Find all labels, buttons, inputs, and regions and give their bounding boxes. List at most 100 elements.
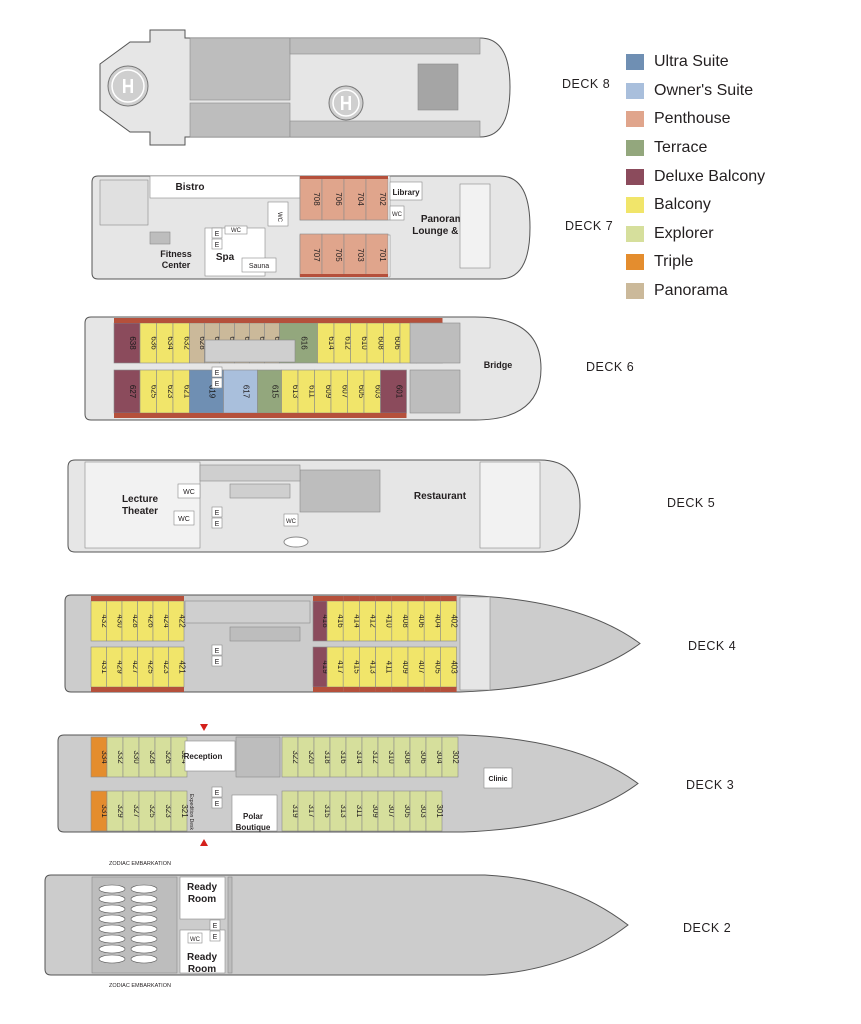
- cabin-number: 423: [162, 660, 171, 674]
- zodiac-boat: [98, 954, 126, 964]
- legend-swatch: [626, 54, 644, 71]
- balcony-strip: [91, 687, 107, 692]
- cabin-number: 615: [271, 385, 280, 399]
- cabin-number: 334: [100, 750, 109, 764]
- plan-label: Panorama: [421, 214, 470, 225]
- deck-3-label: DECK 3: [686, 778, 735, 792]
- helipad-ring: [332, 89, 360, 117]
- elevator-label: E: [215, 648, 220, 655]
- cabin-number: 311: [355, 805, 364, 818]
- legend-label: Penthouse: [654, 110, 731, 128]
- cabin-number: 701: [378, 248, 387, 262]
- balcony-strip: [106, 687, 122, 692]
- cabin-number: 707: [312, 248, 321, 262]
- balcony-strip: [249, 318, 265, 323]
- cabin-number: 432: [100, 614, 109, 628]
- deck-8-block: [189, 102, 291, 138]
- cabin-number: 628: [198, 336, 207, 350]
- cabin-number: 412: [369, 614, 378, 628]
- balcony-strip: [204, 318, 220, 323]
- cabin-number: 603: [373, 385, 382, 399]
- deck-5-label: DECK 5: [667, 496, 716, 510]
- wc-box: [389, 205, 405, 221]
- balcony-strip: [264, 318, 280, 323]
- elevator-box: [211, 506, 223, 518]
- plan-label: WC: [231, 228, 242, 234]
- plan-label: WC: [190, 937, 201, 943]
- cabin-number: 402: [450, 614, 459, 628]
- plan-label: Lounge & Bar: [412, 226, 478, 237]
- deck-6-label: DECK 6: [586, 360, 635, 374]
- cabin-number: 617: [242, 385, 251, 399]
- cabin-number: 425: [146, 660, 155, 674]
- cabin-number: 614: [327, 336, 336, 350]
- cabin-617: [223, 369, 258, 414]
- balcony-strip: [408, 596, 425, 601]
- cabin-number: 619: [208, 385, 217, 399]
- deck-2-divider: [227, 876, 233, 974]
- zodiac-boat: [130, 934, 158, 944]
- zodiac-boat: [98, 934, 126, 944]
- cabin-number: 302: [451, 750, 460, 764]
- balcony-strip: [424, 687, 441, 692]
- elevator-label: E: [215, 231, 220, 238]
- cabin-638: [113, 322, 141, 364]
- legend-label: Panorama: [654, 282, 728, 300]
- elevator-label: E: [213, 934, 218, 941]
- balcony-strip: [114, 318, 140, 323]
- balcony-strip: [122, 596, 138, 601]
- cabin-number: 623: [166, 385, 175, 399]
- cabin-number: 331: [100, 804, 109, 818]
- plan-label: Reception: [184, 752, 223, 761]
- zodiac-boat: [130, 924, 158, 934]
- cabin-number: 625: [149, 385, 158, 399]
- cabin-number: 606: [393, 336, 402, 350]
- balcony-strip: [223, 413, 258, 418]
- cabin-number: 332: [116, 750, 125, 764]
- cabin-number: 703: [356, 248, 365, 262]
- cabin-302: [441, 736, 459, 778]
- cabin-number: 323: [164, 804, 173, 818]
- cabin-number: 638: [128, 336, 137, 350]
- cabin-number: 419: [321, 660, 330, 674]
- corridor-block: [204, 339, 296, 363]
- cabin-number: 318: [323, 750, 332, 764]
- boutique-area: [231, 794, 278, 832]
- cabin-number: 431: [100, 660, 109, 674]
- cabin-number: 408: [401, 614, 410, 628]
- legend-swatch: [626, 283, 644, 300]
- deck-7-deck: [99, 179, 149, 226]
- balcony-strip: [440, 687, 457, 692]
- cabin-number: 310: [387, 750, 396, 764]
- balcony-strip: [343, 687, 360, 692]
- cabin-number: 702: [378, 192, 387, 206]
- cabin-number: 426: [146, 614, 155, 628]
- zodiac-boat: [130, 904, 158, 914]
- cabin-number: 313: [339, 804, 348, 818]
- plan-label: WC: [276, 212, 282, 223]
- balcony-strip: [257, 413, 282, 418]
- cabin-number: 417: [336, 660, 345, 674]
- cabin-number: 317: [307, 804, 316, 818]
- elevator-box: [211, 644, 223, 656]
- balcony-strip: [424, 596, 441, 601]
- balcony-strip: [367, 318, 384, 323]
- entry-arrow: [200, 724, 208, 731]
- balcony-strip: [173, 413, 190, 418]
- cabin-number: 307: [387, 804, 396, 818]
- cabin-number: 415: [352, 660, 361, 674]
- cabin-number: 308: [403, 750, 412, 764]
- legend-item: Triple: [626, 248, 846, 277]
- balcony-strip: [343, 596, 360, 601]
- balcony-strip: [313, 596, 327, 601]
- wc-box: [283, 513, 299, 527]
- zodiac-boat: [98, 884, 126, 894]
- wc-box: [187, 932, 203, 944]
- cabin-number: 708: [312, 192, 321, 206]
- legend-item: Penthouse: [626, 105, 846, 134]
- cabin-number: 325: [148, 804, 157, 818]
- balcony-strip: [153, 687, 169, 692]
- deck-7-block: [149, 231, 171, 245]
- helipad-ring: [111, 69, 145, 103]
- deck-6-block: [409, 369, 461, 414]
